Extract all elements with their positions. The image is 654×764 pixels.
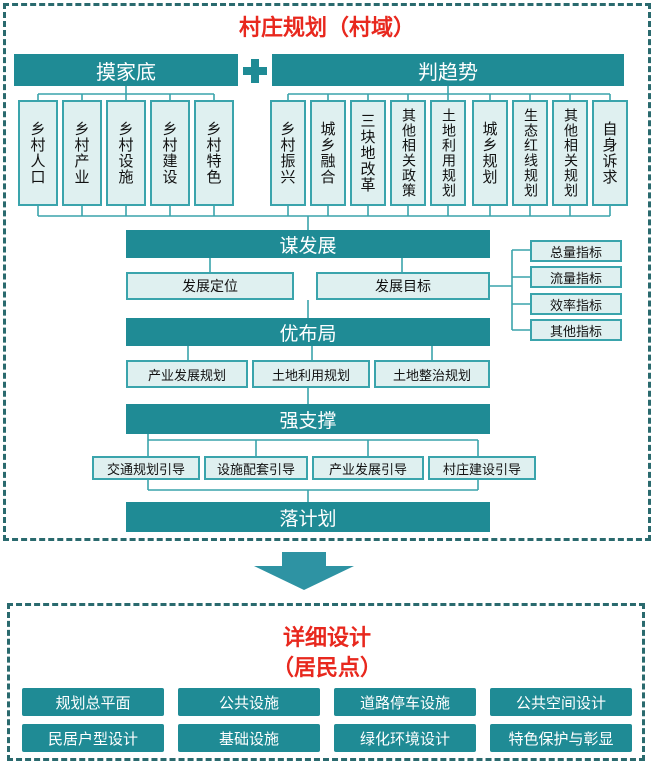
- right-item-self-demand: 自身诉求: [592, 100, 628, 206]
- down-arrow-icon: [254, 552, 354, 590]
- facility-guide: 设施配套引导: [204, 456, 308, 480]
- right-item-revitalization: 乡村振兴: [270, 100, 306, 206]
- right-item-integration: 城乡融合: [310, 100, 346, 206]
- left-header: 摸家底: [14, 54, 238, 86]
- right-item-land-use: 土地利用规划: [430, 100, 466, 206]
- left-item-features: 乡村特色: [194, 100, 234, 206]
- village-domain-title: 村庄规划（村域）: [238, 16, 415, 41]
- left-item-industry: 乡村产业: [62, 100, 102, 206]
- left-item-construction: 乡村建设: [150, 100, 190, 206]
- right-item-other-plans: 其他相关规划: [552, 100, 588, 206]
- indicator-other: 其他指标: [530, 319, 622, 341]
- land-consolidation-plan: 土地整治规划: [374, 360, 490, 388]
- left-item-population: 乡村人口: [18, 100, 58, 206]
- detail-design-title: 详细设计: [282, 626, 371, 651]
- develop-positioning: 发展定位: [126, 272, 294, 300]
- indicator-flow: 流量指标: [530, 266, 622, 288]
- plus-icon: [243, 59, 267, 83]
- left-item-facilities: 乡村设施: [106, 100, 146, 206]
- right-header: 判趋势: [272, 54, 624, 86]
- detail-site-plan: 规划总平面: [22, 688, 164, 716]
- land-use-plan: 土地利用规划: [252, 360, 370, 388]
- indicator-efficiency: 效率指标: [530, 293, 622, 315]
- detail-design-subtitle: （居民点）: [271, 656, 382, 681]
- detail-infrastructure: 基础设施: [178, 724, 320, 752]
- detail-road-parking: 道路停车设施: [334, 688, 476, 716]
- stage-layout: 优布局: [126, 318, 490, 346]
- detail-public-space: 公共空间设计: [490, 688, 632, 716]
- stage-plan: 落计划: [126, 502, 490, 532]
- industry-plan: 产业发展规划: [126, 360, 248, 388]
- industry-guide: 产业发展引导: [312, 456, 424, 480]
- right-item-ecological: 生态红线规划: [512, 100, 548, 206]
- right-item-other-policies: 其他相关政策: [390, 100, 426, 206]
- develop-goals: 发展目标: [316, 272, 490, 300]
- village-construction-guide: 村庄建设引导: [428, 456, 536, 480]
- indicator-total: 总量指标: [530, 240, 622, 262]
- right-item-urban-rural: 城乡规划: [472, 100, 508, 206]
- traffic-guide: 交通规划引导: [92, 456, 200, 480]
- stage-support: 强支撑: [126, 404, 490, 434]
- detail-public-facilities: 公共设施: [178, 688, 320, 716]
- detail-green-environment: 绿化环境设计: [334, 724, 476, 752]
- right-item-land-reform: 三块地改革: [350, 100, 386, 206]
- village-domain-frame: [3, 3, 651, 541]
- detail-housing-type: 民居户型设计: [22, 724, 164, 752]
- detail-design-frame: [7, 603, 645, 761]
- stage-develop: 谋发展: [126, 230, 490, 258]
- detail-feature-protection: 特色保护与彰显: [490, 724, 632, 752]
